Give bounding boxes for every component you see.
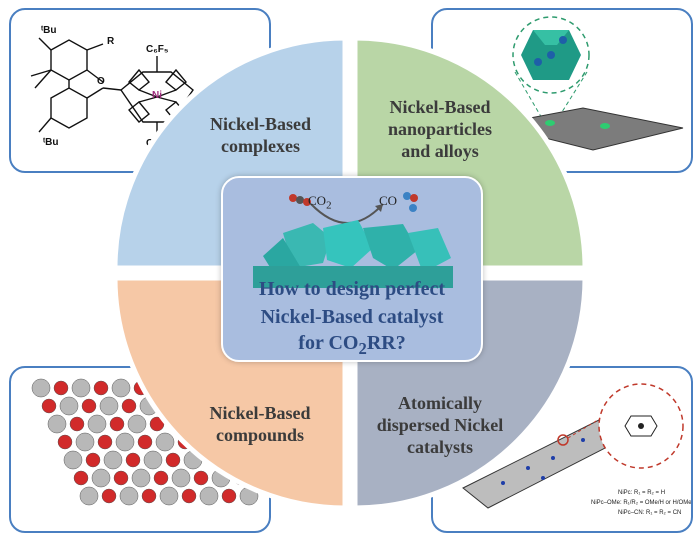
r-group-label: R bbox=[107, 36, 115, 47]
label-line: Nickel-Based bbox=[389, 97, 491, 117]
nickel-atom bbox=[87, 414, 107, 434]
oxygen-atom bbox=[57, 434, 73, 450]
for-co-text: for CO bbox=[298, 332, 359, 354]
label-atomically-dispersed: Atomically dispersed Nickel catalysts bbox=[355, 392, 525, 458]
nickel-atom bbox=[119, 486, 139, 506]
oxygen-atom bbox=[221, 488, 237, 504]
legend-nipc-cn: NiPc–CN: R₁ = R₂ = CN bbox=[618, 510, 682, 516]
oxygen-atom bbox=[153, 470, 169, 486]
oxygen-atom bbox=[97, 434, 113, 450]
oxygen-atom bbox=[53, 380, 69, 396]
oxygen-atom bbox=[193, 470, 209, 486]
oxygen-atom bbox=[101, 488, 117, 504]
oxygen-atom bbox=[121, 398, 137, 414]
oxygen-atom bbox=[93, 380, 109, 396]
label-line: dispersed Nickel bbox=[376, 415, 504, 435]
center-question-line: Nickel-Based catalyst bbox=[260, 306, 444, 328]
label-line: catalysts bbox=[407, 437, 473, 457]
co2-text: CO bbox=[308, 193, 327, 208]
label-nickel-nanoparticles: Nickel-Based nanoparticles and alloys bbox=[365, 96, 515, 162]
nickel-atom bbox=[47, 414, 67, 434]
oxygen-label: O bbox=[97, 76, 105, 87]
carbon-nanotube-drawing bbox=[462, 383, 684, 509]
nickel-atom bbox=[71, 378, 91, 398]
nickel-atom bbox=[63, 450, 83, 470]
nickel-atom bbox=[75, 432, 95, 452]
nickel-atom bbox=[171, 468, 191, 488]
co2-subscript: 2 bbox=[326, 199, 332, 212]
center-question-line: for CO2RR? bbox=[223, 332, 481, 359]
oxygen-atom bbox=[181, 488, 197, 504]
catalyst-reaction-illustration bbox=[253, 192, 453, 288]
label-line: Atomically bbox=[398, 393, 482, 413]
label-line: Nickel-Based bbox=[210, 114, 311, 134]
oxygen-atom bbox=[113, 470, 129, 486]
rr-text: RR? bbox=[366, 332, 406, 354]
nickel-atom bbox=[103, 450, 123, 470]
oxygen-atom bbox=[165, 452, 181, 468]
compound-lattice-panel bbox=[9, 366, 271, 533]
label-line: complexes bbox=[221, 136, 300, 156]
oxygen-atom bbox=[81, 398, 97, 414]
nickel-atom bbox=[155, 432, 175, 452]
label-nickel-compounds: Nickel-Based compounds bbox=[180, 402, 340, 446]
label-line: nanoparticles bbox=[387, 119, 492, 139]
nickel-atom bbox=[59, 396, 79, 416]
oxygen-atom bbox=[85, 452, 101, 468]
nickel-atom bbox=[99, 396, 119, 416]
nickel-atom bbox=[143, 450, 163, 470]
nickel-atom bbox=[79, 486, 99, 506]
oxygen-atom bbox=[69, 416, 85, 432]
c6f5-top-label: C₆F₅ bbox=[146, 44, 169, 55]
label-line: and alloys bbox=[401, 141, 479, 161]
oxygen-atom bbox=[149, 416, 165, 432]
co-label: CO bbox=[379, 193, 398, 208]
nickel-atom bbox=[199, 486, 219, 506]
center-question-line: How to design perfect bbox=[258, 278, 446, 300]
tbu-bottom-label: ᵗBu bbox=[43, 137, 59, 148]
label-line: Nickel-Based bbox=[209, 403, 311, 423]
oxygen-atom bbox=[137, 434, 153, 450]
legend-nipc: NiPc: R₁ = R₂ = H bbox=[618, 490, 666, 496]
nickel-atom bbox=[127, 414, 147, 434]
tbu-top-label: ᵗBu bbox=[41, 25, 57, 36]
nickel-atom bbox=[131, 468, 151, 488]
oxygen-atom bbox=[109, 416, 125, 432]
oxygen-atom bbox=[41, 398, 57, 414]
nickel-atom-label: Ni bbox=[152, 90, 162, 101]
oxygen-atom bbox=[141, 488, 157, 504]
nickel-atom bbox=[111, 378, 131, 398]
nickel-complex-structure-drawing bbox=[30, 37, 194, 136]
nickel-atom bbox=[31, 378, 51, 398]
nickel-atom bbox=[159, 486, 179, 506]
nickel-atom bbox=[91, 468, 111, 488]
nickel-atom bbox=[115, 432, 135, 452]
label-line: compounds bbox=[215, 425, 305, 445]
co2-subscript: 2 bbox=[358, 339, 367, 358]
oxygen-atom bbox=[125, 452, 141, 468]
oxygen-atom bbox=[73, 470, 89, 486]
center-question-box: CO2 CO How to design perfect Nickel-Base… bbox=[221, 176, 483, 362]
co2-label: CO2 bbox=[308, 193, 331, 212]
label-nickel-complexes: Nickel-Based complexes bbox=[183, 113, 338, 157]
nanoparticle-on-graphene-drawing bbox=[492, 16, 684, 151]
legend-nipc-ome: NiPc–OMe: R₁/R₂ = OMe/H or H/OMe bbox=[591, 500, 692, 506]
